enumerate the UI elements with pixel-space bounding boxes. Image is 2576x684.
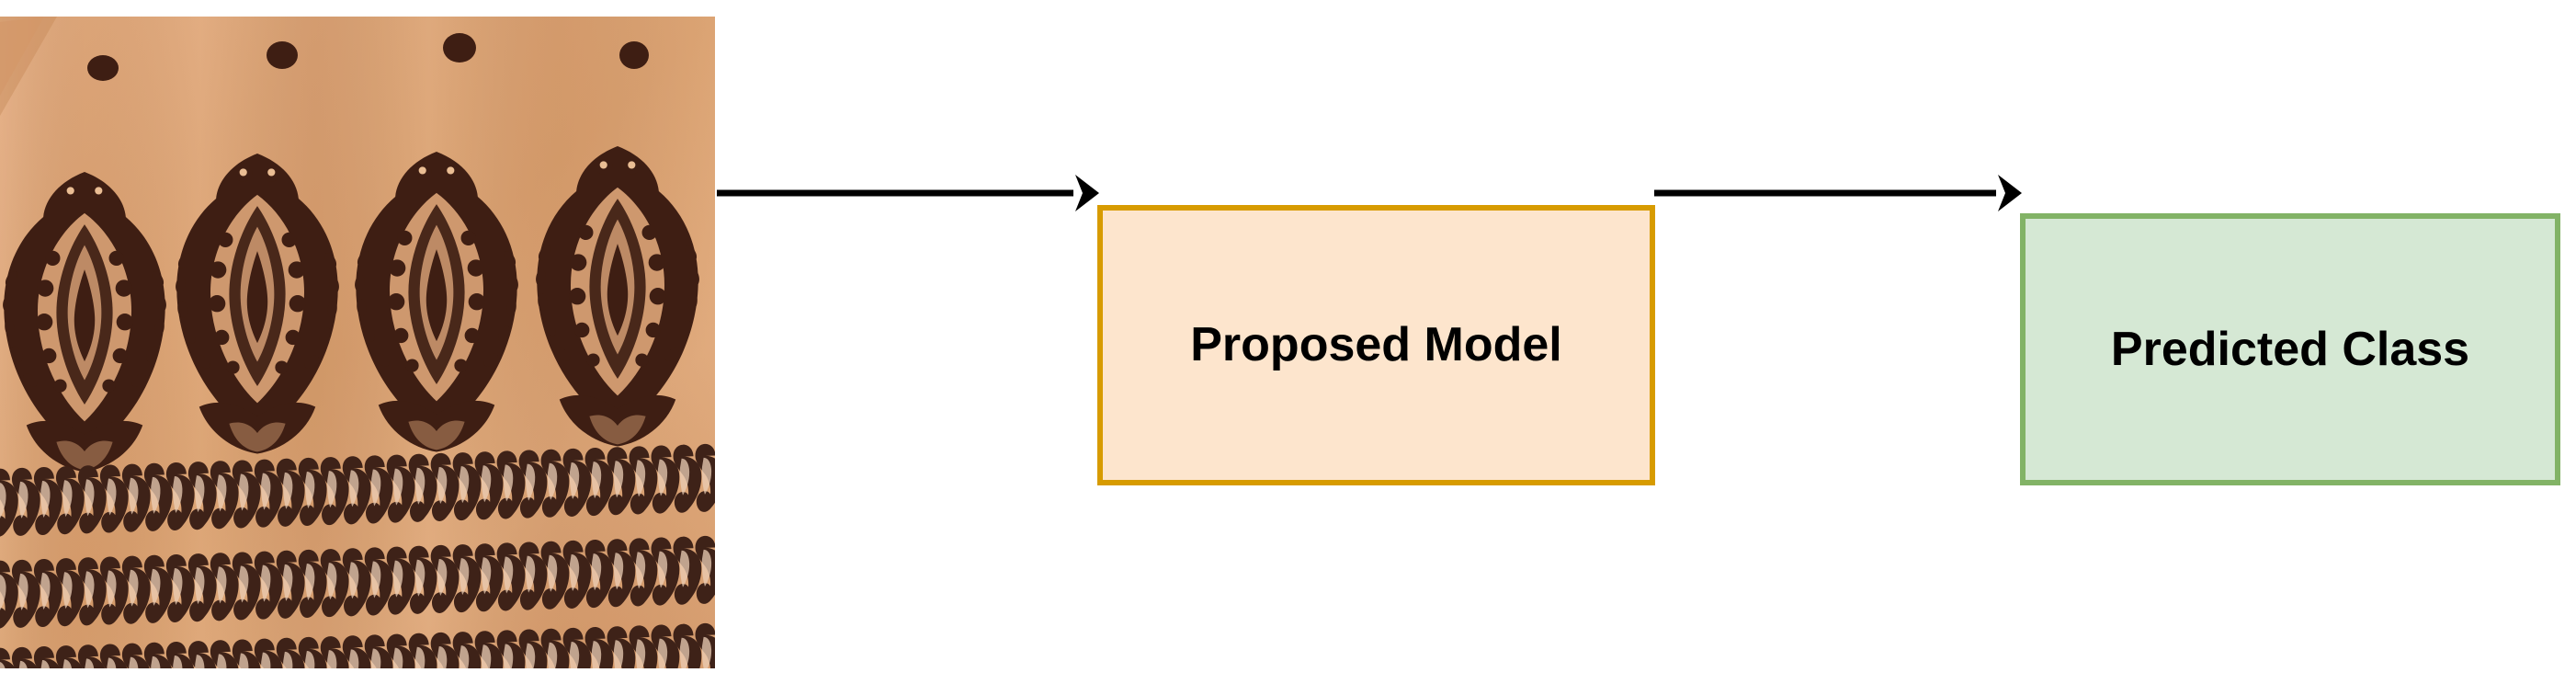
input-image-photo [0, 17, 715, 668]
node-predicted-class[interactable]: Predicted Class [2020, 213, 2560, 485]
arrow-model-to-class [1654, 165, 2022, 221]
arrow-image-to-model [715, 165, 1099, 221]
node-predicted-class-label: Predicted Class [2110, 322, 2470, 376]
node-proposed-model-label: Proposed Model [1190, 318, 1562, 372]
node-proposed-model[interactable]: Proposed Model [1097, 205, 1655, 485]
